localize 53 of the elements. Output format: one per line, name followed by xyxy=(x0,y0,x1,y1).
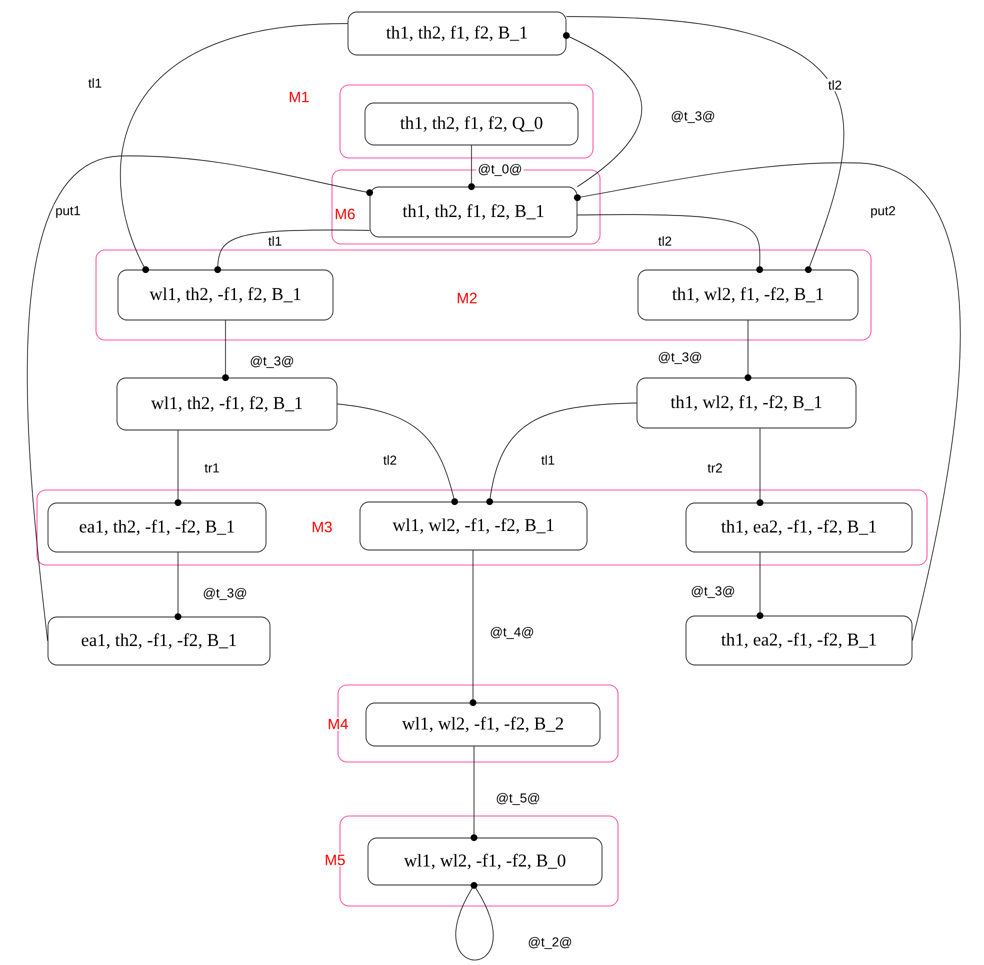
state-box: ea1, th2, -f1, -f2, B_1 xyxy=(48,502,266,552)
arrow xyxy=(756,552,764,620)
state-box: th1, th2, f1, f2, B_1 xyxy=(348,12,566,56)
arrow xyxy=(26,156,374,642)
edge-label: @t_3@ xyxy=(201,586,249,602)
edge-label: @t_0@ xyxy=(476,162,524,178)
arrow xyxy=(214,230,370,274)
arrow xyxy=(468,145,475,190)
arrow xyxy=(470,550,476,706)
arrow xyxy=(566,16,844,274)
arrow xyxy=(456,882,494,960)
edge-label: tl1 xyxy=(266,234,284,248)
edge-label: put1 xyxy=(54,204,82,220)
arrow xyxy=(744,320,752,382)
edge-label: tl2 xyxy=(656,234,674,248)
state-box: th1, wl2, f1, -f2, B_1 xyxy=(638,270,858,320)
edge-label: tr2 xyxy=(706,462,724,474)
state-box: th1, ea2, -f1, -f2, B_1 xyxy=(686,616,912,666)
edge-label: tl1 xyxy=(540,454,556,466)
arrow xyxy=(337,404,458,506)
arrow xyxy=(756,428,764,506)
edge-label: @t_3@ xyxy=(248,354,296,370)
edge-label: tl1 xyxy=(86,76,104,90)
arrow xyxy=(574,162,961,641)
state-box: wl1, th2, -f1, f2, B_1 xyxy=(116,378,338,430)
state-box: th1, ea2, -f1, -f2, B_1 xyxy=(686,502,912,552)
edge-label: tl2 xyxy=(826,78,844,92)
state-box: th1, wl2, f1, -f2, B_1 xyxy=(636,378,856,428)
edge-label: @t_2@ xyxy=(526,936,574,950)
edge-label: @t_3@ xyxy=(689,584,737,600)
edge-label: @t_3@ xyxy=(669,110,717,124)
arrow xyxy=(120,23,348,274)
state-box: wl1, th2, -f1, f2, B_1 xyxy=(118,270,334,320)
arrow xyxy=(577,214,764,274)
state-box: th1, th2, f1, f2, Q_0 xyxy=(364,102,578,146)
edge-label: tl2 xyxy=(382,454,398,466)
state-box: wl1, wl2, -f1, -f2, B_2 xyxy=(366,702,600,746)
arrow xyxy=(174,552,182,620)
state-box: ea1, th2, -f1, -f2, B_1 xyxy=(48,616,270,666)
edge-label: @t_3@ xyxy=(656,350,704,366)
edge-label: @t_4@ xyxy=(488,626,536,640)
arrow xyxy=(562,32,642,187)
node-label: M1 xyxy=(290,92,309,102)
state-box: wl1, wl2, -f1, -f2, B_0 xyxy=(368,838,602,886)
edge-label: tr1 xyxy=(202,462,222,474)
arrow xyxy=(174,430,182,506)
arrow xyxy=(470,746,478,842)
arrow xyxy=(222,320,229,382)
edge-label: put2 xyxy=(868,204,898,220)
state-box: th1, th2, f1, f2, B_1 xyxy=(370,186,578,238)
edge-label: @t_5@ xyxy=(494,792,542,806)
state-box: wl1, wl2, -f1, -f2, B_1 xyxy=(360,502,588,550)
arrow xyxy=(486,402,637,506)
